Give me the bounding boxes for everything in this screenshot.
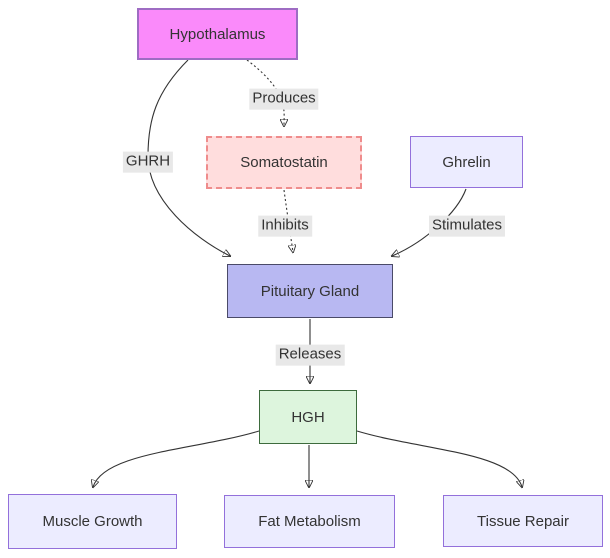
node-somatostatin: Somatostatin [206, 136, 362, 189]
node-ghrelin: Ghrelin [410, 136, 523, 188]
node-label: Tissue Repair [477, 512, 569, 530]
node-label: Hypothalamus [169, 25, 266, 43]
edge-label-stimulates: Stimulates [428, 215, 506, 237]
node-tissue-repair: Tissue Repair [443, 495, 603, 547]
edge-label-ghrh: GHRH [122, 151, 174, 173]
node-label: Muscle Growth [42, 513, 143, 530]
edge-label-releases: Releases [275, 344, 345, 366]
edge-label-text: Inhibits [261, 216, 309, 234]
edge-label-produces: Produces [249, 88, 319, 110]
node-label: Somatostatin [240, 154, 328, 171]
node-label: Ghrelin [442, 153, 491, 171]
edge-label-text: Releases [278, 345, 342, 363]
edge-hgh-tissue-repair [356, 430, 522, 487]
node-hypothalamus: Hypothalamus [137, 8, 298, 60]
node-hgh: HGH [259, 390, 357, 444]
node-label: Fat Metabolism [258, 513, 361, 530]
edge-label-text: Stimulates [431, 216, 503, 234]
edge-label-inhibits: Inhibits [258, 215, 312, 237]
node-fat-metabolism: Fat Metabolism [224, 495, 395, 548]
node-muscle-growth: Muscle Growth [8, 494, 177, 549]
edge-hgh-muscle-growth [93, 430, 260, 487]
node-pituitary-gland: Pituitary Gland [227, 264, 393, 318]
node-label: Pituitary Gland [260, 282, 360, 300]
node-label: HGH [291, 408, 325, 426]
edge-label-text: GHRH [125, 152, 171, 170]
edge-label-text: Produces [252, 89, 316, 107]
